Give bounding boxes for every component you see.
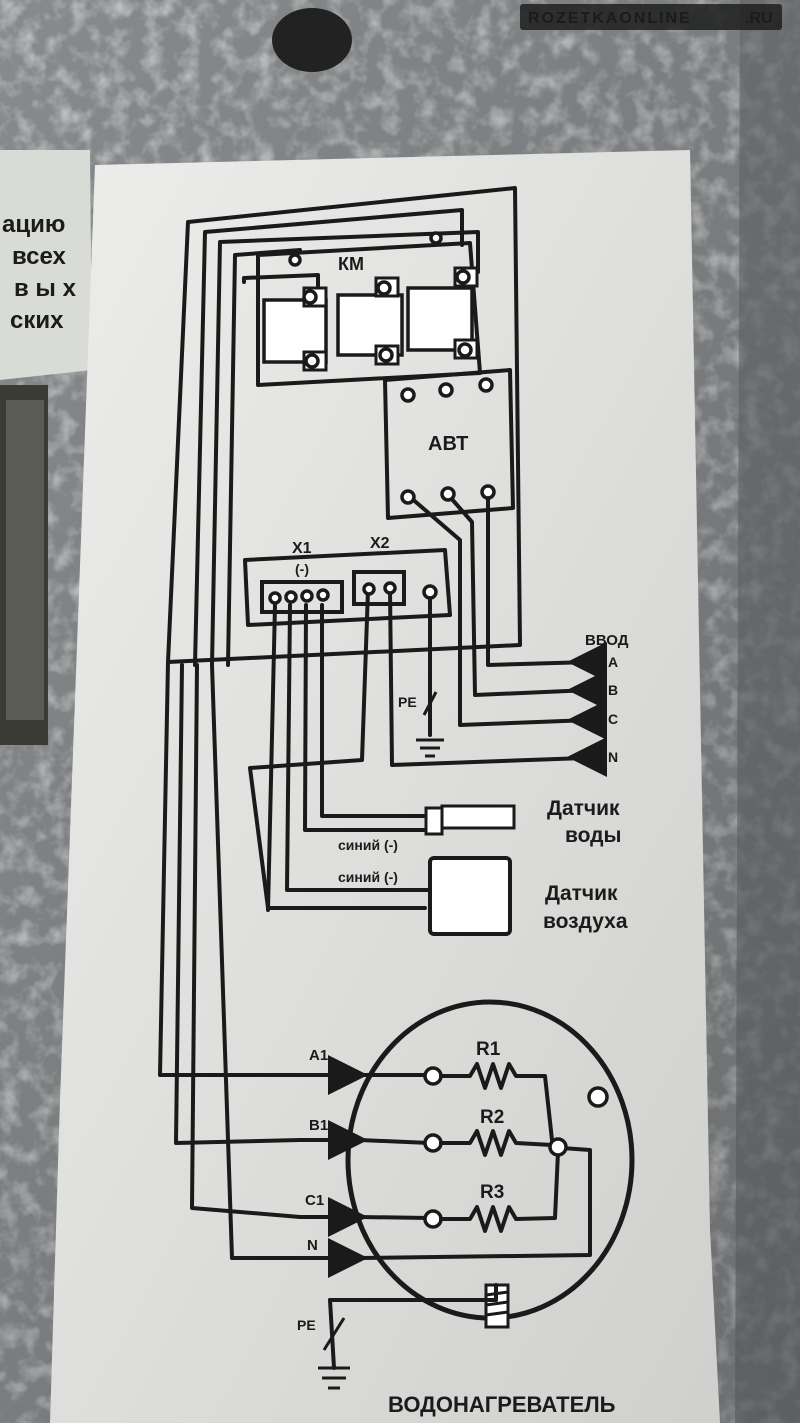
neutral-label: N bbox=[608, 749, 618, 765]
water-sensor-label-2: воды bbox=[565, 824, 621, 847]
side-text-2: всех bbox=[12, 243, 67, 270]
heater-label: ВОДОНАГРЕВАТЕЛЬ bbox=[388, 1392, 616, 1417]
air-sensor-label-2: воздуха bbox=[543, 910, 628, 933]
r1-label: R1 bbox=[476, 1039, 501, 1060]
x1-sub-label: (-) bbox=[295, 561, 309, 577]
blue-wire-label-2: синий (-) bbox=[338, 869, 398, 885]
phase-a-label: A bbox=[608, 654, 618, 670]
km-label: КМ bbox=[338, 254, 364, 274]
water-sensor: синий (-) Датчик воды bbox=[338, 797, 621, 853]
x1-label: X1 bbox=[292, 540, 312, 557]
avt-label: АВТ bbox=[428, 433, 468, 455]
n-heater-label: N bbox=[307, 1237, 318, 1254]
left-sticker: ацию всех в ы х ских bbox=[0, 150, 92, 745]
x2-label: X2 bbox=[370, 535, 390, 552]
breaker-avt: АВТ bbox=[383, 368, 515, 520]
air-sensor: синий (-) Датчик воздуха bbox=[338, 856, 628, 936]
side-text-4: ских bbox=[10, 307, 64, 334]
r3-label: R3 bbox=[480, 1182, 504, 1203]
phase-b-label: B bbox=[608, 682, 618, 698]
water-sensor-label-1: Датчик bbox=[547, 797, 620, 820]
pe-ground-bottom: PE bbox=[297, 1298, 350, 1390]
a1-label: A1 bbox=[309, 1047, 328, 1064]
watermark-suffix: .RU bbox=[745, 10, 773, 27]
blue-wire-label-1: синий (-) bbox=[338, 837, 398, 853]
b1-label: B1 bbox=[309, 1117, 328, 1134]
wiring bbox=[158, 186, 592, 1260]
air-sensor-label-1: Датчик bbox=[545, 882, 618, 905]
r2-label: R2 bbox=[480, 1107, 504, 1128]
watermark: ROZETKAONLINE .RU bbox=[520, 4, 782, 30]
mounting-hole bbox=[272, 8, 352, 72]
pe-top-label: PE bbox=[398, 694, 417, 710]
input-label: ВВОД bbox=[585, 632, 629, 649]
side-text-1: ацию bbox=[2, 211, 65, 238]
pe-bottom-label: PE bbox=[297, 1317, 316, 1333]
c1-label: C1 bbox=[305, 1192, 324, 1209]
watermark-text: ROZETKAONLINE bbox=[528, 10, 692, 27]
terminal-block: X1 (-) X2 bbox=[243, 535, 452, 627]
contactor-km: КМ bbox=[262, 231, 479, 372]
side-text-3: в ы х bbox=[14, 275, 77, 302]
phase-c-label: C bbox=[608, 711, 618, 727]
input-lines: ВВОД A B C N bbox=[567, 632, 629, 777]
water-heater: R1 R2 R3 A1 B1 C1 N bbox=[298, 999, 635, 1329]
